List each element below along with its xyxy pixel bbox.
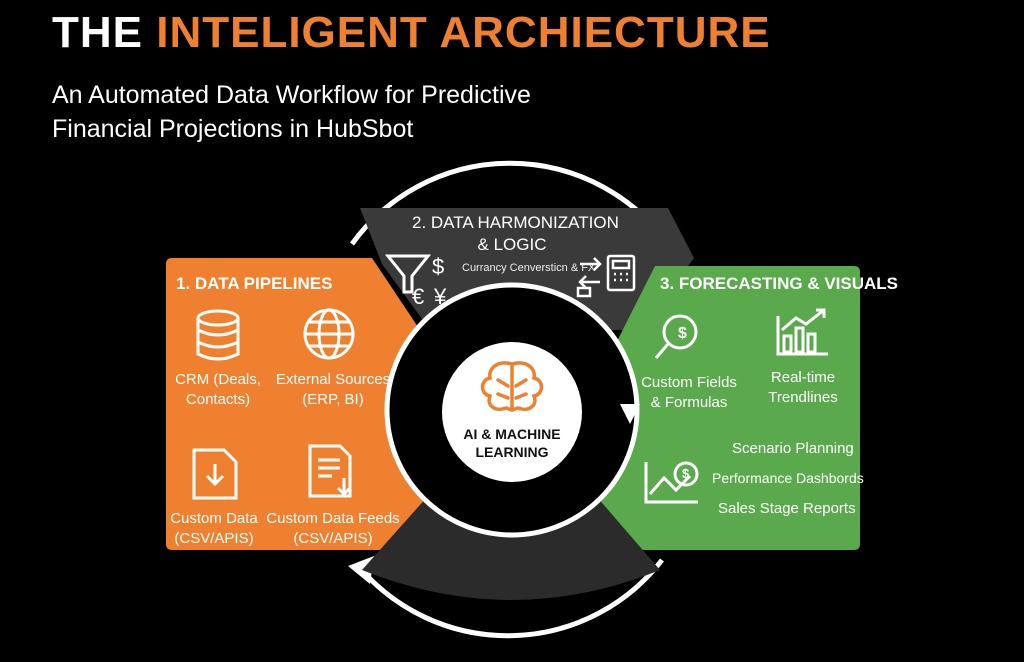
forecast-item-custom-fields-line1: Custom Fields [641, 374, 737, 391]
database-icon [196, 309, 240, 361]
forecast-item-trendlines: Real-time Trendlines [758, 368, 848, 408]
bottom-arc [358, 558, 664, 639]
pipeline-item-custom-data-line2: (CSV/APIS) [174, 530, 254, 547]
harmonization-section-bg [360, 208, 694, 330]
pipeline-item-custom-feeds-line1: Custom Data Feeds [266, 510, 400, 527]
subtitle-line-2: Financial Projections in HubSbot [52, 115, 414, 143]
subtitle-line-1: An Automated Data Workflow for Predictiv… [52, 81, 531, 109]
globe-icon [303, 308, 355, 360]
forecast-item-custom-fields: Custom Fields & Formulas [630, 373, 748, 413]
center-label: AI & MACHINE LEARNING [442, 425, 582, 461]
pipeline-item-custom-feeds-line2: (CSV/APIS) [293, 530, 373, 547]
pipeline-item-external: External Sources (ERP, BI) [268, 370, 398, 410]
page-title: THE INTELIGENT ARCHIECTURE [52, 8, 771, 58]
harmonization-title: 2. DATA HARMONIZATION & LOGIC [412, 212, 619, 256]
forecast-list-item: Sales Stage Reports [718, 500, 856, 517]
forecast-item-trendlines-line2: Trendlines [768, 389, 838, 406]
calculator-icon [606, 254, 636, 292]
ring-arrowhead [620, 404, 640, 424]
bottom-arc-arrowhead [348, 556, 374, 584]
top-arc [349, 160, 671, 246]
funnel-icon [384, 254, 432, 294]
pipeline-item-external-line2: (ERP, BI) [302, 391, 364, 408]
file-download-icon [192, 448, 238, 500]
harmonization-title-line2: & LOGIC [477, 235, 547, 254]
pipelines-title: 1. DATA PIPELINES [176, 274, 333, 293]
forecast-item-custom-fields-line2: & Formulas [650, 394, 728, 411]
line-chart-dollar-icon [644, 461, 699, 504]
center-label-line1: AI & MACHINE [463, 426, 561, 442]
transfer-arrows-icon [576, 257, 602, 298]
title-part-orange: INTELIGENT ARCHIECTURE [156, 8, 771, 57]
forecast-list-item: Performance Dashbords [712, 470, 864, 486]
forecast-item-trendlines-line1: Real-time [770, 369, 836, 386]
title-part-white: THE [52, 8, 143, 57]
pipeline-item-crm: CRM (Deals, Contacts) [168, 370, 268, 410]
currency-icon-dollar: $ [432, 254, 445, 279]
document-feed-icon [308, 444, 352, 498]
magnifier-dollar-icon [654, 314, 698, 359]
currency-icon-euro: € [412, 284, 425, 309]
magnifier-dollar-symbol: $ [678, 325, 687, 342]
pipeline-item-crm-line2: Contacts) [185, 391, 251, 408]
pipelines-panel-bg [166, 258, 480, 550]
pipeline-item-custom-feeds: Custom Data Feeds (CSV/APIS) [266, 509, 400, 549]
pipeline-item-custom-data: Custom Data (CSV/APIS) [164, 509, 264, 549]
subtitle: An Automated Data Workflow for Predictiv… [52, 78, 531, 146]
bar-chart-trend-icon [776, 308, 828, 356]
center-circle [442, 342, 582, 482]
currency-icon-yen: ¥ [434, 284, 447, 309]
forecast-list-item: Scenario Planning [732, 440, 854, 457]
center-label-line2: LEARNING [475, 444, 549, 460]
cycle-arcs [349, 160, 671, 639]
line-chart-dollar-symbol: $ [682, 466, 690, 481]
pipeline-item-crm-line1: CRM (Deals, [175, 371, 261, 388]
harmonization-caption: Currancy Cenversticn & FX [462, 262, 596, 274]
pipeline-item-external-line1: External Sources [275, 371, 391, 388]
harmonization-title-line1: 2. DATA HARMONIZATION [412, 213, 619, 232]
forecasting-title: 3. FORECASTING & VISUALS [660, 274, 899, 293]
brain-icon [480, 361, 544, 412]
pipeline-item-custom-data-line1: Custom Data [170, 510, 258, 527]
